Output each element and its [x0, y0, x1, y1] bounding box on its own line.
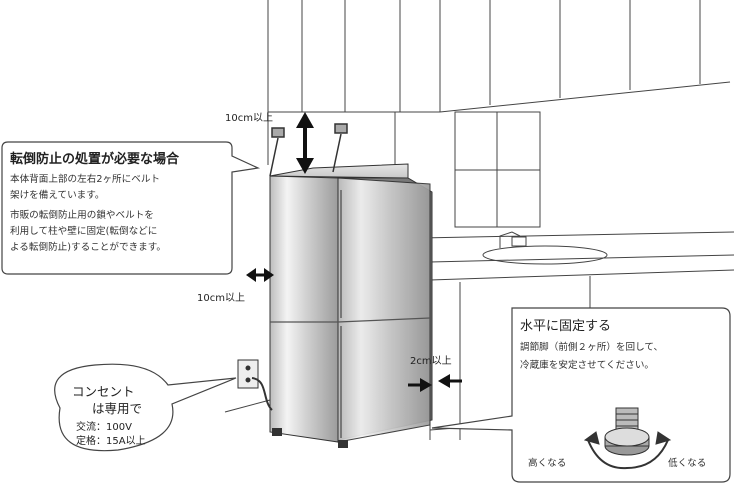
refrigerator: [269, 163, 433, 448]
tip-over-line-3: 市販の転倒防止用の鎖やベルトを: [10, 210, 154, 221]
outlet-line-2: は専用で: [92, 401, 143, 416]
tip-over-title: 転倒防止の処置が必要な場合: [10, 152, 180, 167]
room-background: [224, 0, 734, 440]
outlet-spec-current: 定格：15A以上: [76, 436, 146, 447]
leveling-title: 水平に固定する: [520, 319, 612, 334]
wall-outlet: [237, 359, 273, 411]
back-clearance-label: 2cm以上: [410, 356, 452, 367]
leveling-line-2: 冷蔵庫を安定させてください。: [520, 360, 655, 371]
side-clearance-label: 10cm以上: [197, 293, 245, 304]
tip-over-line-4: 利用して柱や壁に固定(転倒などに: [10, 226, 158, 237]
side-clearance-arrow: [246, 268, 274, 282]
outlet-line-1: コンセント: [72, 384, 135, 399]
tip-over-line-1: 本体背面上部の左右2ヶ所にベルト: [10, 174, 161, 185]
outlet-spec-voltage: 交流：100V: [76, 422, 132, 433]
leveling-foot: [583, 407, 672, 470]
leveling-lower-label: 低くなる: [668, 458, 707, 469]
outlet-callout: [54, 363, 237, 452]
leveling-higher-label: 高くなる: [528, 458, 567, 469]
tip-over-callout: [1, 141, 261, 275]
top-clearance-label: 10cm以上: [225, 113, 273, 124]
back-clearance-arrows: [408, 374, 462, 392]
tip-over-line-2: 架けを備えています。: [10, 190, 105, 201]
belt-hooks: [269, 123, 348, 177]
tip-over-line-5: よる転倒防止)することができます。: [10, 242, 166, 253]
leveling-callout: [431, 307, 731, 483]
leveling-line-1: 調節脚（前側２ヶ所）を回して、: [520, 342, 664, 353]
top-clearance-arrow: [296, 112, 314, 174]
